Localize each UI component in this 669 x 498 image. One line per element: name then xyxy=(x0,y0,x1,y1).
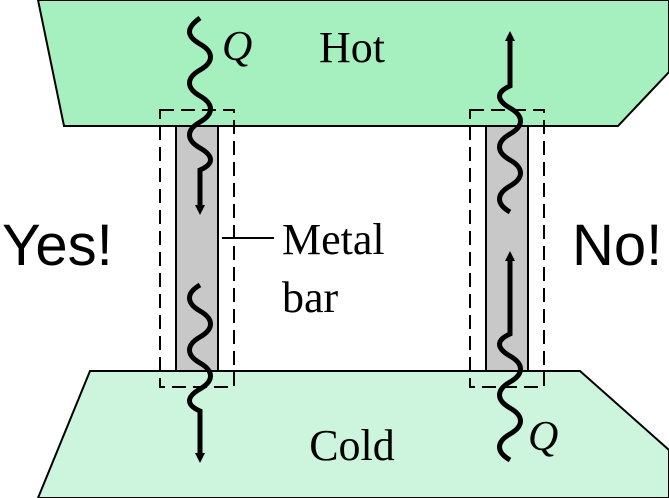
right-heat-wave-bottom xyxy=(497,251,523,463)
hot-label: Hot xyxy=(319,23,385,72)
cold-label: Cold xyxy=(309,421,395,470)
no-verdict: No! xyxy=(572,213,662,278)
yes-verdict: Yes! xyxy=(2,213,113,278)
left-q-label: Q xyxy=(222,24,252,70)
metal-bar-label-line1: Metal xyxy=(282,215,385,264)
right-q-label: Q xyxy=(528,414,558,460)
right-bar-outline-dashed xyxy=(469,109,545,388)
left-bar-outline-dashed xyxy=(159,109,235,388)
metal-bar-label-line2: bar xyxy=(282,273,339,322)
left-heat-wave-top xyxy=(187,15,213,215)
right-heat-wave-top xyxy=(497,31,523,215)
left-heat-wave-bottom xyxy=(187,282,213,463)
